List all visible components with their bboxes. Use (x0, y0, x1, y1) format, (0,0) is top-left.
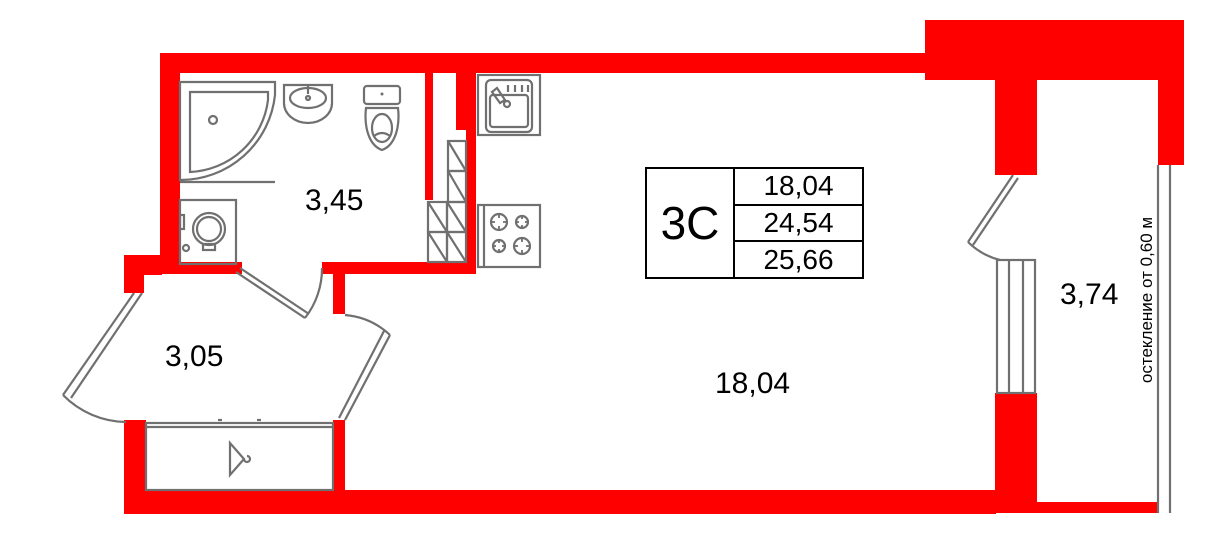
door-icon (338, 313, 391, 421)
balcony-glazing-note: остекление от 0,60 м (1137, 216, 1156, 384)
toilet-icon (362, 84, 402, 152)
window-icon (995, 258, 1037, 395)
apartment-type: 3С (647, 169, 735, 277)
stove-icon (476, 203, 542, 269)
washing-machine-icon (178, 198, 238, 266)
bathroom-area-label: 3,45 (305, 184, 364, 217)
shelving-icon (426, 139, 468, 264)
kitchen-sink-icon (476, 73, 542, 137)
door-icon (967, 174, 1019, 262)
total-with-balcony-area-value: 25,66 (763, 243, 834, 275)
hallway-area-label: 3,05 (165, 340, 224, 373)
legend-areas: 18,04 24,54 25,66 (735, 169, 862, 277)
window-icon (62, 292, 143, 424)
balcony-area-label: 3,74 (1060, 278, 1119, 311)
shower-icon (178, 80, 277, 184)
wardrobe (144, 418, 335, 492)
hanger-icon (228, 440, 252, 478)
door-icon (235, 267, 324, 319)
living-area-value: 18,04 (735, 169, 862, 206)
washbasin-icon (282, 83, 334, 125)
living-room-area-label: 18,04 (715, 367, 791, 400)
walls (124, 20, 1184, 514)
total-area-value: 24,54 (735, 206, 862, 243)
balcony-glazing (1156, 165, 1172, 513)
apartment-legend: 3С 18,04 24,54 25,66 (645, 167, 864, 279)
